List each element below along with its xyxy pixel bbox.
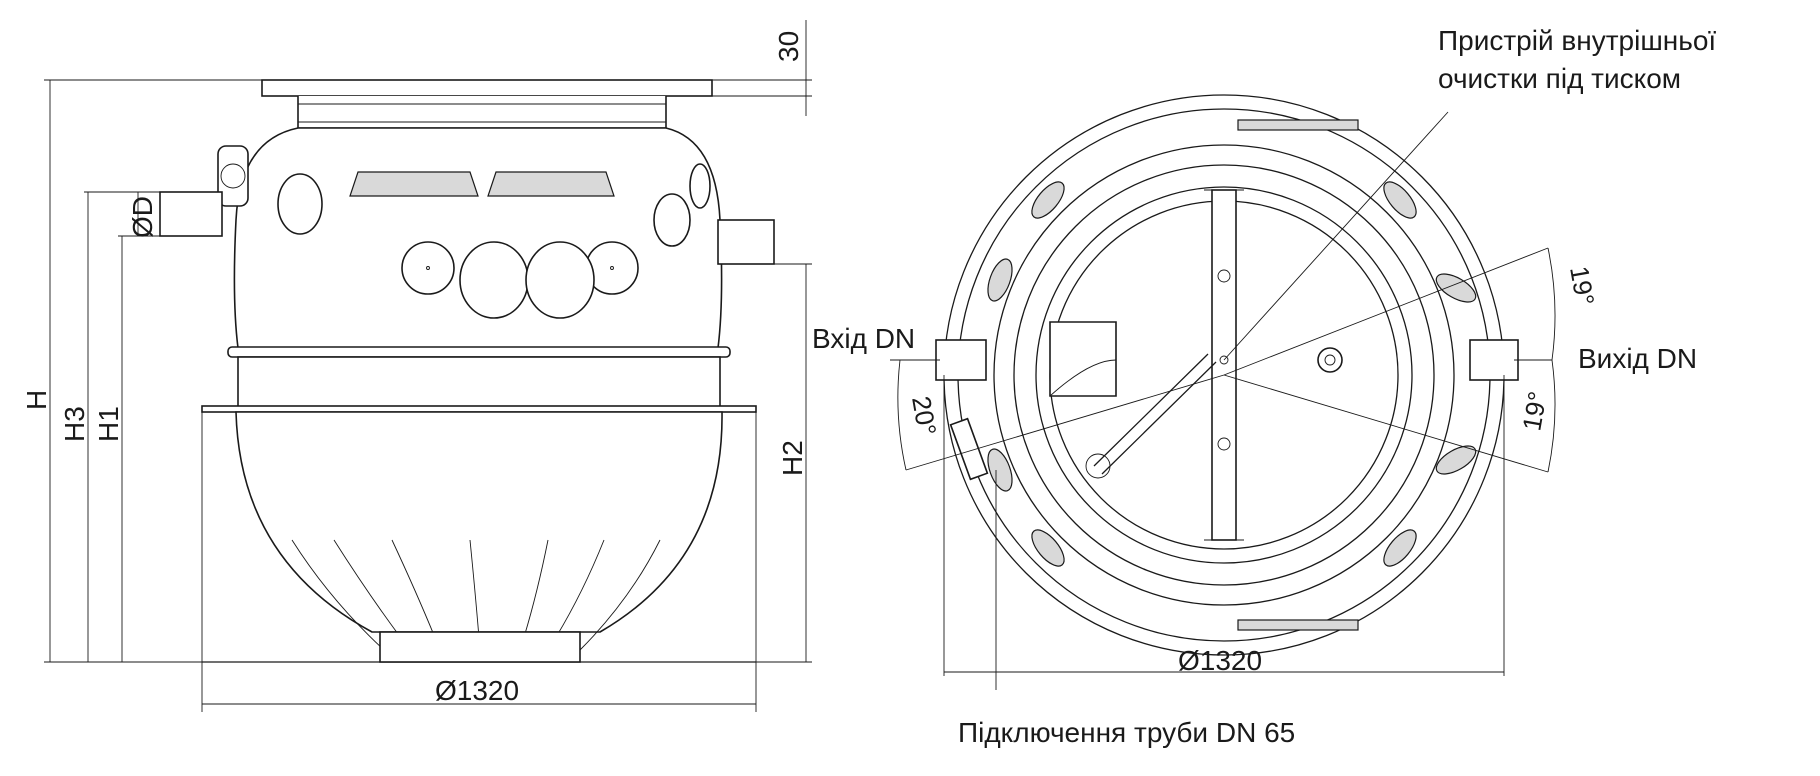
tank-lower-bowl [235,411,723,633]
base-ring [201,405,757,413]
dn65-connection [949,417,989,481]
dim-30-label: 30 [773,31,804,62]
tank-upper-body [233,127,723,349]
dim-d-label: ØD [127,196,158,238]
tank-neck [297,96,667,129]
dim-diameter-side-label: Ø1320 [435,675,519,706]
top-view [890,94,1556,690]
dim-h1-label: H1 [93,406,124,442]
device-leader [1223,111,1449,361]
center-lens-left [459,241,529,319]
dim-h2-label: H2 [777,440,808,476]
center-beam [1211,189,1237,541]
outlet-label: Вихід DN [1578,343,1697,374]
callout-device-line1: Пристрій внутрішньої [1438,25,1716,56]
center-lens-right [525,241,595,319]
angle-inlet-label: 20° [906,394,942,438]
left-chamber [1049,321,1117,397]
side-view: 30 H H3 H1 H2 ØD Ø1320 [21,20,812,712]
dim-diameter-top-label: Ø1320 [1178,645,1262,676]
bottom-ribs [291,539,661,663]
cleaning-arm [1093,353,1209,467]
side-dimensions [44,20,812,712]
callout-pipe-label: Підключення труби DN 65 [958,717,1295,748]
callout-device-line2: очистки під тиском [1438,63,1681,94]
dim-h3-label: H3 [59,406,90,442]
side-bulge-left [277,173,323,235]
mid-ring [993,144,1455,606]
slot-right [487,171,615,197]
inlet-flange [217,145,249,207]
tank-rib [227,346,731,358]
inner-ring [1035,186,1413,564]
inlet-stub [935,339,987,381]
side-bulge-right [653,193,691,247]
angle-outlet-top-label: 19° [1564,264,1600,308]
side-bulge-far-right [689,163,711,209]
tank-foot [379,631,581,663]
mid-ring-inner [1013,164,1435,586]
angle-arc-outlet-bottom [1547,359,1556,473]
cover-plate [261,79,713,97]
inlet-pipe [159,191,223,237]
angle-arc-outlet-top [1547,247,1556,361]
outlet-stub [1469,339,1519,381]
rim-slots [987,119,1477,631]
angle-outlet-bottom-label: 19° [1516,389,1552,433]
inlet-label: Вхід DN [812,323,915,354]
outlet-pipe [717,219,775,265]
angle-arc-inlet [897,359,907,471]
port-left [401,241,455,295]
tank-mid-body [237,356,721,408]
outlet-fitting [1317,347,1343,373]
dim-h-label: H [21,390,52,410]
slot-left [349,171,479,197]
